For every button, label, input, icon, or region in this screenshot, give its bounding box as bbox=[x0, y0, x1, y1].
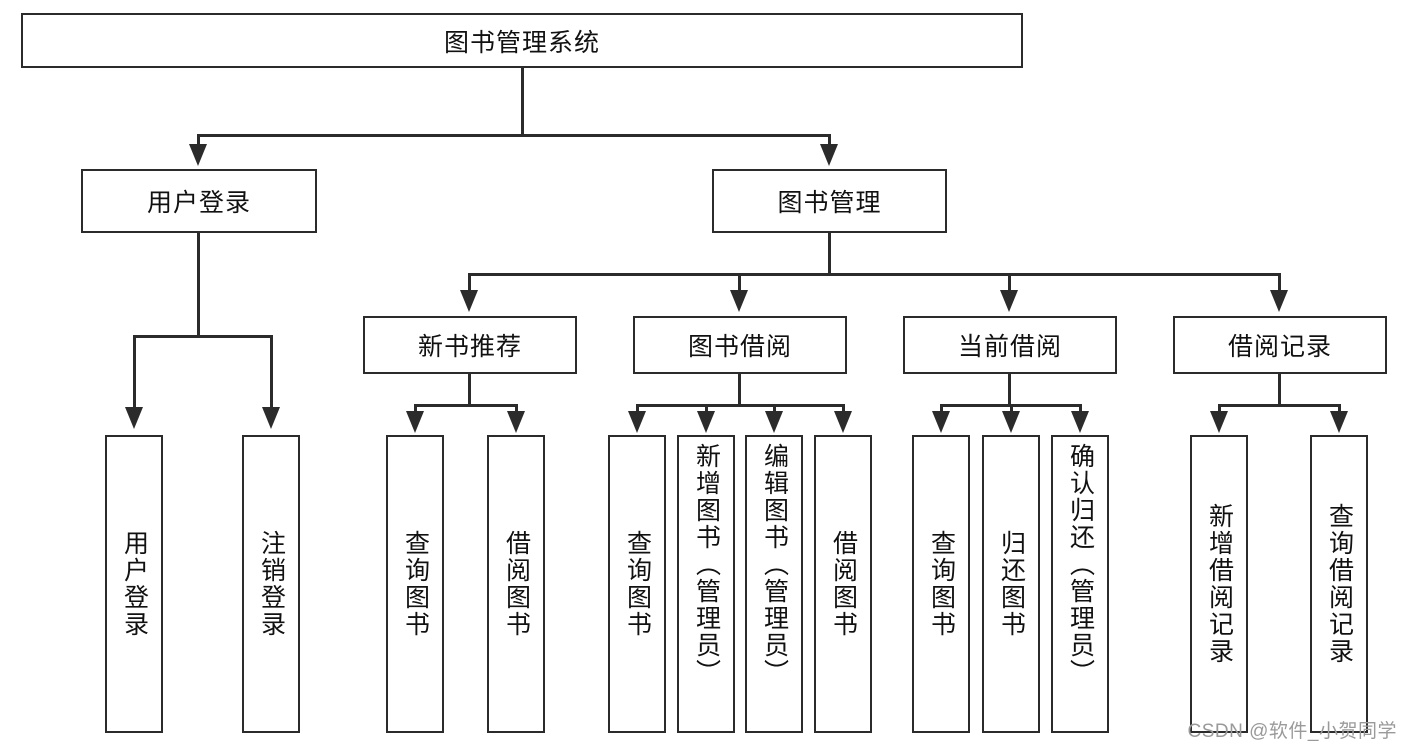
node-book-manage-label: 图书管理 bbox=[777, 189, 882, 217]
arrowhead-leaf-rec-add-record bbox=[1210, 411, 1228, 433]
connector-current-borrow-child-1 bbox=[940, 404, 943, 416]
connector-borrow-record-bus bbox=[1218, 404, 1340, 407]
connector-new-book-rec-child-2 bbox=[515, 404, 518, 416]
arrowhead-leaf-cur-confirm-return bbox=[1071, 411, 1089, 433]
leaf-bor-borrow-book-label: 借阅图书 bbox=[829, 530, 858, 638]
leaf-rec-borrow-book[interactable]: 借阅图书 bbox=[487, 435, 545, 733]
arrowhead-leaf-bor-borrow-book bbox=[834, 411, 852, 433]
leaf-rec-query-book-label: 查询图书 bbox=[401, 530, 430, 638]
node-current-borrow-label: 当前借阅 bbox=[957, 333, 1062, 361]
node-user-login-label: 用户登录 bbox=[146, 189, 251, 217]
connector-user-login-stem bbox=[197, 233, 200, 335]
leaf-rec-add-record-label: 新增借阅记录 bbox=[1205, 503, 1234, 665]
arrowhead-leaf-user-login bbox=[125, 407, 143, 429]
connector-user-login-bus bbox=[133, 335, 272, 338]
leaf-rec-query-book[interactable]: 查询图书 bbox=[386, 435, 444, 733]
arrowhead-current-borrow bbox=[1000, 290, 1018, 312]
arrowhead-leaf-cur-return-book bbox=[1002, 411, 1020, 433]
arrowhead-leaf-bor-edit-book bbox=[765, 411, 783, 433]
connector-book-manage-child-4 bbox=[1278, 273, 1281, 297]
arrowhead-borrow-record bbox=[1270, 290, 1288, 312]
node-current-borrow[interactable]: 当前借阅 bbox=[903, 316, 1117, 374]
arrowhead-leaf-rec-query-book bbox=[406, 411, 424, 433]
connector-book-manage-child-1 bbox=[468, 273, 471, 297]
arrowhead-new-book-rec bbox=[460, 290, 478, 312]
leaf-user-logout-label: 注销登录 bbox=[257, 530, 286, 638]
connector-book-manage-bus bbox=[468, 273, 1280, 276]
node-borrow-record-label: 借阅记录 bbox=[1227, 333, 1332, 361]
connector-current-borrow-child-2 bbox=[1010, 404, 1013, 416]
node-book-borrow[interactable]: 图书借阅 bbox=[633, 316, 847, 374]
connector-book-borrow-child-1 bbox=[636, 404, 639, 416]
arrowhead-leaf-user-logout bbox=[262, 407, 280, 429]
leaf-bor-edit-book[interactable]: 编辑图书（管理员） bbox=[745, 435, 803, 733]
connector-book-borrow-child-3 bbox=[773, 404, 776, 416]
connector-new-book-rec-bus bbox=[414, 404, 518, 407]
connector-borrow-record-stem bbox=[1278, 374, 1281, 404]
node-user-login[interactable]: 用户登录 bbox=[81, 169, 317, 233]
connector-borrow-record-child-1 bbox=[1218, 404, 1221, 416]
node-new-book-rec[interactable]: 新书推荐 bbox=[363, 316, 577, 374]
arrowhead-book-manage bbox=[820, 144, 838, 166]
leaf-bor-query-book[interactable]: 查询图书 bbox=[608, 435, 666, 733]
leaf-bor-query-book-label: 查询图书 bbox=[623, 530, 652, 638]
leaf-rec-borrow-book-label: 借阅图书 bbox=[502, 530, 531, 638]
node-book-manage[interactable]: 图书管理 bbox=[712, 169, 947, 233]
connector-new-book-rec-child-1 bbox=[414, 404, 417, 416]
connector-book-borrow-stem bbox=[738, 374, 741, 404]
connector-user-login-child-1 bbox=[133, 335, 136, 413]
leaf-cur-confirm-return[interactable]: 确认归还（管理员） bbox=[1051, 435, 1109, 733]
connector-borrow-record-child-2 bbox=[1338, 404, 1341, 416]
arrowhead-leaf-bor-add-book bbox=[697, 411, 715, 433]
leaf-cur-query-book[interactable]: 查询图书 bbox=[912, 435, 970, 733]
leaf-bor-add-book[interactable]: 新增图书（管理员） bbox=[677, 435, 735, 733]
connector-root-bus bbox=[197, 134, 829, 137]
arrowhead-leaf-cur-query-book bbox=[932, 411, 950, 433]
arrowhead-user-login bbox=[189, 144, 207, 166]
leaf-rec-add-record[interactable]: 新增借阅记录 bbox=[1190, 435, 1248, 733]
node-book-borrow-label: 图书借阅 bbox=[687, 333, 792, 361]
connector-current-borrow-child-3 bbox=[1079, 404, 1082, 416]
leaf-rec-query-record[interactable]: 查询借阅记录 bbox=[1310, 435, 1368, 733]
arrowhead-leaf-bor-query-book bbox=[628, 411, 646, 433]
node-root[interactable]: 图书管理系统 bbox=[21, 13, 1023, 68]
leaf-bor-add-book-label: 新增图书（管理员） bbox=[692, 443, 721, 686]
leaf-cur-return-book[interactable]: 归还图书 bbox=[982, 435, 1040, 733]
leaf-user-login[interactable]: 用户登录 bbox=[105, 435, 163, 733]
connector-book-borrow-bus bbox=[636, 404, 844, 407]
connector-book-borrow-child-4 bbox=[842, 404, 845, 416]
connector-book-manage-child-2 bbox=[738, 273, 741, 297]
leaf-bor-borrow-book[interactable]: 借阅图书 bbox=[814, 435, 872, 733]
node-borrow-record[interactable]: 借阅记录 bbox=[1173, 316, 1387, 374]
node-root-label: 图书管理系统 bbox=[443, 28, 600, 57]
leaf-cur-query-book-label: 查询图书 bbox=[927, 530, 956, 638]
leaf-rec-query-record-label: 查询借阅记录 bbox=[1325, 503, 1354, 665]
connector-book-borrow-child-2 bbox=[705, 404, 708, 416]
node-new-book-rec-label: 新书推荐 bbox=[417, 333, 522, 361]
connector-new-book-rec-stem bbox=[468, 374, 471, 404]
connector-current-borrow-stem bbox=[1008, 374, 1011, 404]
connector-book-manage-child-3 bbox=[1008, 273, 1011, 297]
leaf-user-login-label: 用户登录 bbox=[120, 530, 149, 638]
leaf-user-logout[interactable]: 注销登录 bbox=[242, 435, 300, 733]
arrowhead-book-borrow bbox=[730, 290, 748, 312]
connector-book-manage-stem bbox=[828, 233, 831, 273]
arrowhead-leaf-rec-query-record bbox=[1330, 411, 1348, 433]
arrowhead-leaf-rec-borrow-book bbox=[507, 411, 525, 433]
connector-user-login-child-2 bbox=[270, 335, 273, 413]
leaf-bor-edit-book-label: 编辑图书（管理员） bbox=[760, 443, 789, 686]
leaf-cur-return-book-label: 归还图书 bbox=[997, 530, 1026, 638]
watermark-text: CSDN @软件_小贺同学 bbox=[1187, 721, 1397, 742]
leaf-cur-confirm-return-label: 确认归还（管理员） bbox=[1066, 443, 1095, 686]
connector-root-stem bbox=[521, 68, 524, 134]
